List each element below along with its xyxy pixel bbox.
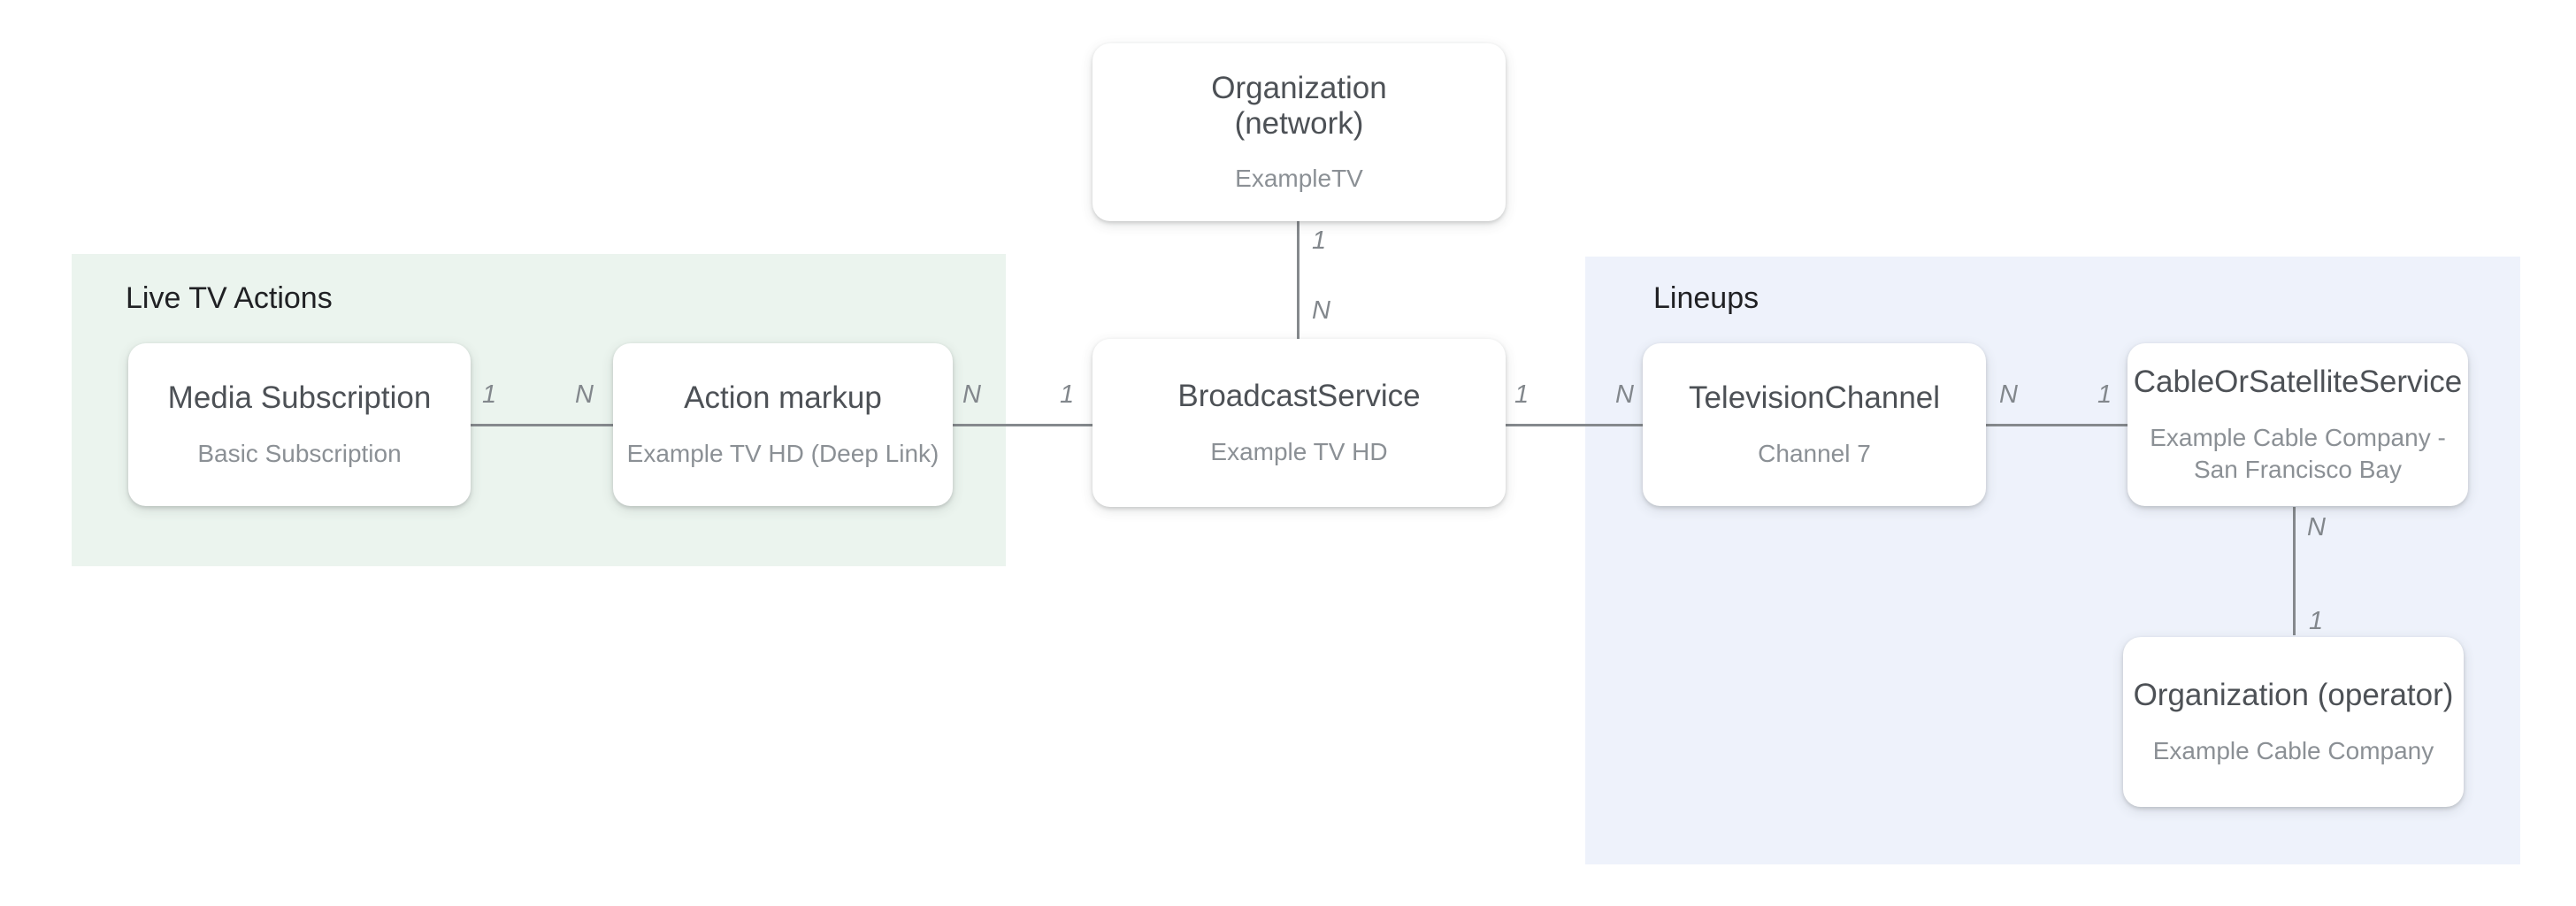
connector-mediasubscription-to-actionmarkup (471, 424, 613, 426)
cardinality-label: 1 (2097, 380, 2112, 409)
cardinality-label: 1 (2309, 607, 2324, 635)
node-title: Organization (network) (1211, 70, 1387, 141)
cardinality-label: N (1999, 380, 2018, 409)
cardinality-label: N (962, 380, 981, 409)
node-subtitle: Basic Subscription (197, 440, 402, 467)
node-subtitle: Example Cable Company (2152, 737, 2434, 764)
node-title: BroadcastService (1177, 379, 1421, 413)
node-action-markup: Action markup Example TV HD (Deep Link) (613, 343, 953, 506)
node-subtitle: Channel 7 (1758, 440, 1871, 467)
connector-cableorsatellite-to-operator (2293, 507, 2296, 635)
cardinality-label: 1 (1060, 380, 1075, 409)
node-title: Action markup (684, 380, 882, 415)
node-media-subscription: Media Subscription Basic Subscription (128, 343, 471, 506)
node-subtitle: Example TV HD (1210, 438, 1388, 465)
connector-actionmarkup-to-broadcastservice (953, 424, 1092, 426)
connector-televisionchannel-to-cableorsatellite (1986, 424, 2128, 426)
cardinality-label: 1 (1514, 380, 1530, 409)
node-subtitle: ExampleTV (1235, 164, 1363, 192)
cardinality-label: N (575, 380, 594, 409)
node-television-channel: TelevisionChannel Channel 7 (1643, 343, 1986, 506)
node-organization-network: Organization (network) ExampleTV (1092, 43, 1506, 221)
node-subtitle: Example Cable Company - San Francisco Ba… (2150, 424, 2446, 483)
cardinality-label: N (2307, 513, 2326, 541)
cardinality-label: 1 (482, 380, 497, 409)
node-broadcast-service: BroadcastService Example TV HD (1092, 339, 1506, 507)
cardinality-label: 1 (1312, 226, 1327, 255)
node-title: TelevisionChannel (1688, 380, 1941, 415)
connector-network-to-broadcastservice (1297, 221, 1300, 339)
node-organization-operator: Organization (operator) Example Cable Co… (2123, 637, 2464, 807)
node-subtitle: Example TV HD (Deep Link) (626, 440, 939, 467)
node-title: CableOrSatelliteService (2133, 365, 2463, 399)
connector-broadcastservice-to-televisionchannel (1506, 424, 1643, 426)
group-heading-lineups: Lineups (1653, 281, 1760, 315)
node-cable-or-satellite-service: CableOrSatelliteService Example Cable Co… (2128, 343, 2468, 506)
cardinality-label: N (1312, 296, 1330, 325)
group-heading-live-tv-actions: Live TV Actions (126, 281, 333, 315)
node-title: Media Subscription (167, 380, 432, 415)
node-title: Organization (operator) (2133, 678, 2454, 712)
cardinality-label: N (1615, 380, 1634, 409)
